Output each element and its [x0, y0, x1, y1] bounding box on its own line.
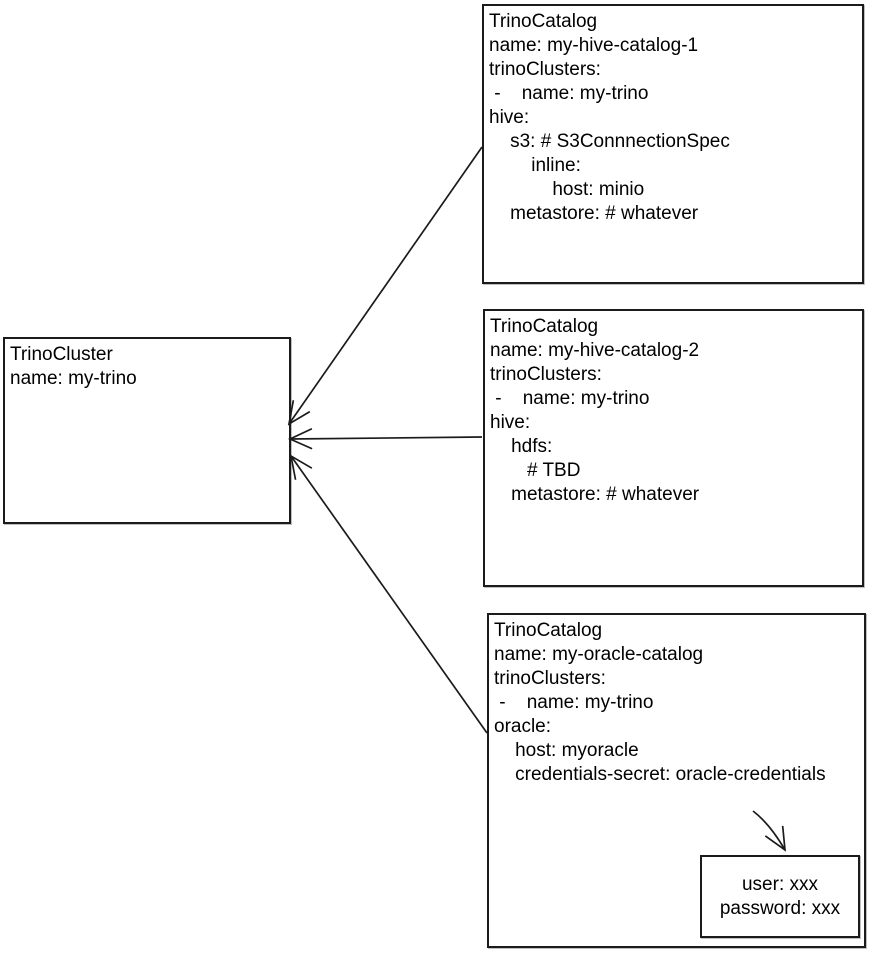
trino-catalog-box-2: TrinoCatalog name: my-hive-catalog-2 tri… — [483, 309, 864, 587]
yaml-line: name: my-trino — [10, 368, 137, 389]
trino-catalog-box-3: TrinoCatalog name: my-oracle-catalog tri… — [487, 613, 866, 948]
connector-catalog3-to-cluster — [289, 454, 488, 734]
yaml-line: trinoClusters: — [490, 364, 602, 385]
yaml-line: credentials-secret: oracle-credentials — [494, 764, 826, 785]
yaml-line: - name: my-trino — [494, 692, 654, 713]
trino-cluster-box: TrinoCluster name: my-trino — [3, 337, 291, 524]
trino-catalog-box-1: TrinoCatalog name: my-hive-catalog-1 tri… — [482, 4, 864, 284]
credentials-line: password: xxx — [719, 897, 841, 919]
yaml-line: hdfs: — [490, 436, 553, 457]
yaml-line: host: myoracle — [494, 740, 639, 761]
yaml-line: # TBD — [490, 460, 581, 481]
credentials-secret-box: user: xxx password: xxx — [700, 855, 860, 938]
yaml-line: - name: my-trino — [490, 388, 650, 409]
yaml-line: TrinoCatalog — [494, 620, 603, 641]
yaml-line: trinoClusters: — [494, 668, 606, 689]
connector-catalog1-to-cluster — [287, 146, 483, 426]
yaml-line: TrinoCatalog — [489, 11, 598, 32]
yaml-line: oracle: — [494, 716, 552, 737]
connector-catalog2-to-cluster — [287, 428, 483, 450]
yaml-line: hive: — [489, 107, 530, 128]
yaml-line: hive: — [490, 412, 531, 433]
yaml-line: - name: my-trino — [489, 83, 649, 104]
yaml-line: host: minio — [489, 179, 645, 200]
yaml-line: name: my-hive-catalog-2 — [490, 340, 700, 361]
yaml-line: TrinoCatalog — [490, 316, 599, 337]
yaml-line: s3: # S3ConnnectionSpec — [489, 131, 730, 152]
yaml-line: name: my-hive-catalog-1 — [489, 35, 699, 56]
yaml-line: metastore: # whatever — [489, 203, 699, 224]
yaml-line: inline: — [489, 155, 581, 176]
yaml-line: metastore: # whatever — [490, 484, 700, 505]
yaml-line: TrinoCluster — [10, 344, 113, 365]
yaml-line: trinoClusters: — [489, 59, 601, 80]
credentials-line: user: xxx — [741, 873, 819, 895]
yaml-line: name: my-oracle-catalog — [494, 644, 704, 665]
